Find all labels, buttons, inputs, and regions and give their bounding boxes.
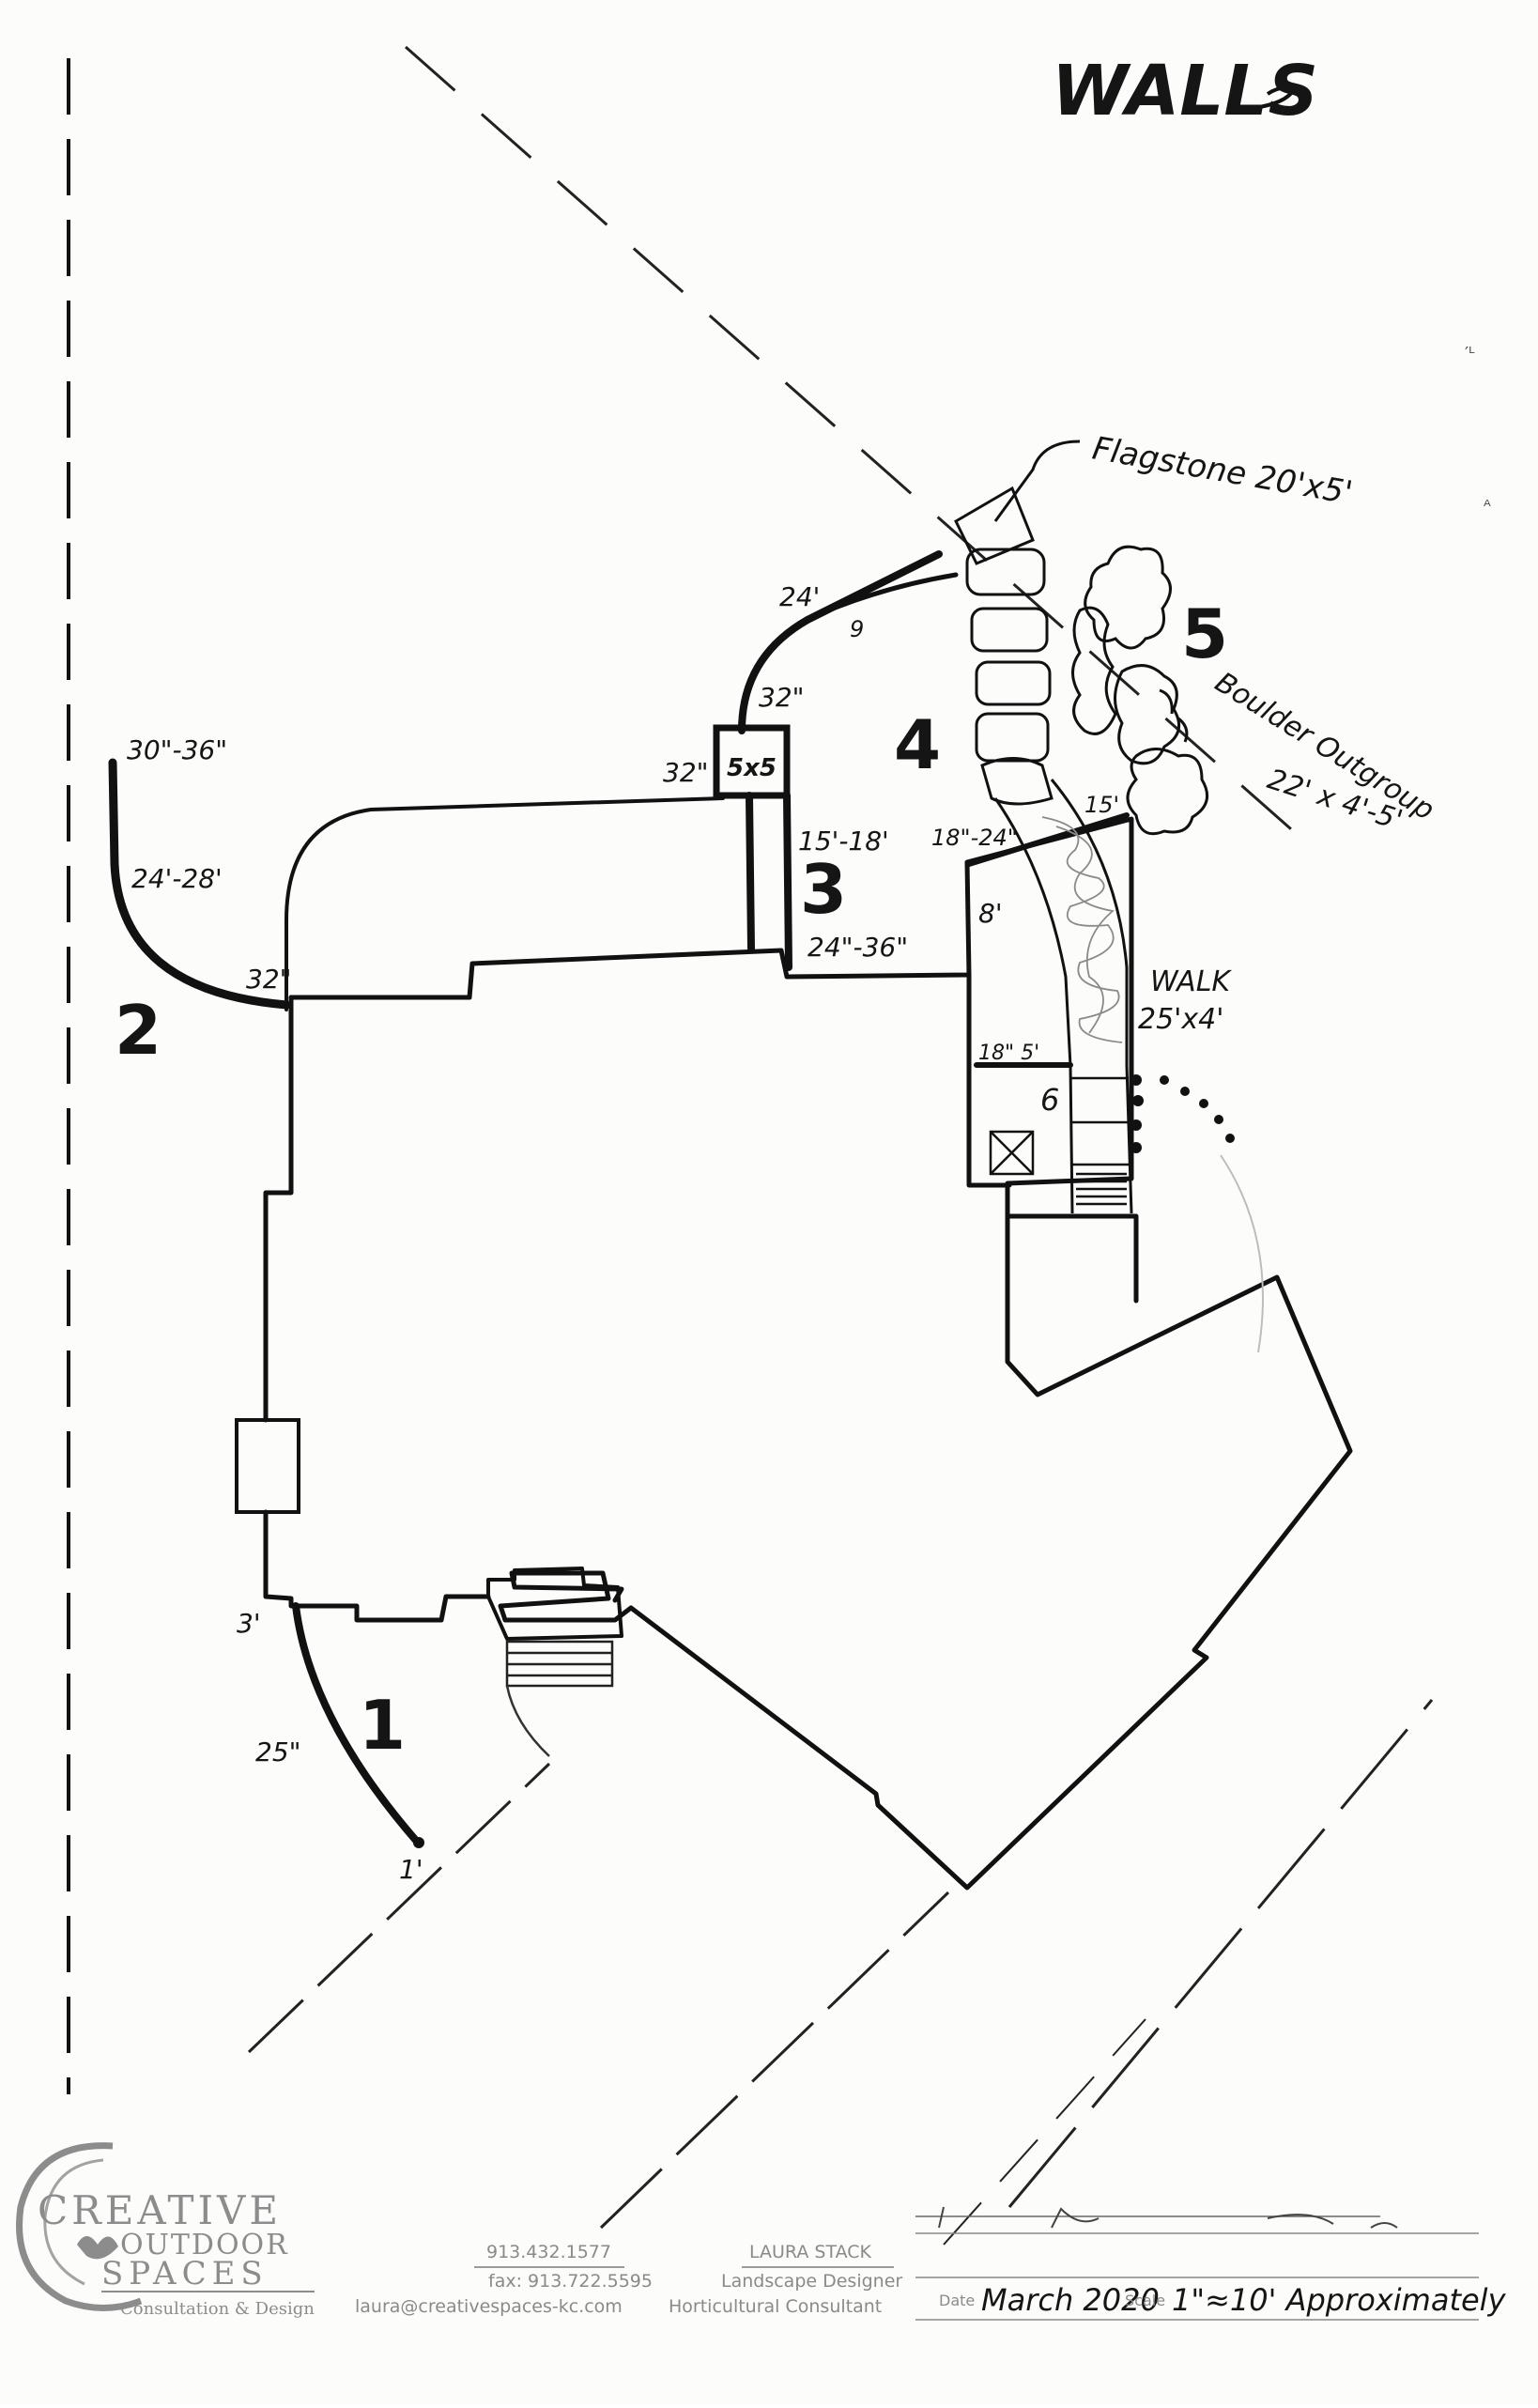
shrub-dots bbox=[1130, 1074, 1235, 1153]
wall-6 bbox=[966, 812, 1130, 1068]
walk-label: WALK bbox=[1150, 965, 1232, 998]
house-outline bbox=[288, 816, 1353, 1891]
zone-2-number: 2 bbox=[115, 991, 161, 1070]
flagstone-label: Flagstone 20'x5' bbox=[1089, 429, 1355, 512]
date-value: March 2020 bbox=[981, 2282, 1160, 2318]
scale-value: 1"≈10' Approximately bbox=[1172, 2282, 1507, 2318]
margin-mark-1: ′ᴸ bbox=[1465, 344, 1475, 363]
zone-3-dim-a: 32" bbox=[663, 757, 709, 788]
zone-4-number: 4 bbox=[894, 705, 941, 784]
logo-tagline: Consultation & Design bbox=[120, 2299, 315, 2319]
wall-1-end bbox=[413, 1837, 424, 1848]
walk-hatching bbox=[1041, 816, 1123, 1043]
designer-title-1: Landscape Designer bbox=[721, 2271, 902, 2292]
zone-6-dim-c: 8' bbox=[978, 898, 1003, 929]
designer-title-2: Horticultural Consultant bbox=[669, 2296, 882, 2317]
title-underline bbox=[1253, 85, 1297, 110]
flagstone-path bbox=[954, 486, 1054, 806]
zone-2-dim-a: 30"-36" bbox=[127, 734, 227, 765]
wall-4 bbox=[738, 550, 943, 734]
walk-size: 25'x4' bbox=[1138, 1003, 1224, 1036]
zone-5-number: 5 bbox=[1181, 594, 1228, 673]
plan-title: WALLS bbox=[1052, 51, 1318, 131]
wall-2 bbox=[108, 758, 291, 1010]
wall-1 bbox=[292, 1602, 422, 1846]
side-wing bbox=[966, 972, 1139, 1304]
zone-3-dim-b: 15'-18' bbox=[798, 826, 889, 857]
boulder-outgroup bbox=[1071, 545, 1209, 836]
scale-label: Scale bbox=[1125, 2292, 1165, 2309]
front-walk-curve bbox=[505, 1685, 550, 1757]
curb-line-4 bbox=[943, 2018, 1146, 2246]
zone-1-dim-b: 25" bbox=[255, 1737, 301, 1767]
zone-6-dim-a: 18"-24" bbox=[931, 825, 1018, 851]
zone-6-dim-b: 15' bbox=[1084, 792, 1119, 818]
logo-line-3: SPACES bbox=[101, 2255, 269, 2292]
wall-3 bbox=[746, 792, 792, 971]
designer-name: LAURA STACK bbox=[749, 2242, 872, 2262]
flagstone-pointer bbox=[993, 440, 1081, 522]
chimney bbox=[235, 1418, 300, 1514]
walk-path bbox=[993, 779, 1133, 1214]
zone-2-dim-b: 24'-28' bbox=[131, 863, 223, 894]
zone-2-dim-c: 32" bbox=[246, 964, 292, 995]
date-label: Date bbox=[939, 2292, 975, 2309]
contact-email: laura@creativespaces-kc.com bbox=[355, 2296, 623, 2317]
zone-4-dim-c: 9 bbox=[850, 616, 864, 642]
curb-line-3 bbox=[1007, 1699, 1434, 2208]
project-name-scribble bbox=[938, 2206, 1398, 2229]
logo-line-2: OUTDOOR bbox=[120, 2229, 289, 2261]
zone-1-number: 1 bbox=[359, 1686, 406, 1765]
zone-4-dim-a: 24' bbox=[779, 581, 820, 612]
contact-fax: fax: 913.722.5595 bbox=[488, 2271, 653, 2292]
logo-line-1: CREATIVE bbox=[38, 2187, 282, 2233]
zone-1-dim-c: 1' bbox=[399, 1854, 423, 1885]
curb-line-2 bbox=[599, 1891, 950, 2230]
company-logo: CREATIVE OUTDOOR SPACES Consultation & D… bbox=[16, 2142, 315, 2319]
front-steps bbox=[505, 1640, 614, 1688]
curb-line-1 bbox=[247, 1762, 551, 2054]
zone-3-pillar: 5x5 bbox=[727, 754, 777, 782]
wall-4-inner bbox=[814, 572, 959, 618]
front-stoop bbox=[486, 1567, 623, 1641]
patio-wall bbox=[285, 796, 725, 1011]
contact-phone: 913.432.1577 bbox=[486, 2242, 611, 2262]
utility-box bbox=[989, 1130, 1035, 1176]
zone-6-dim-d: 18" 5' bbox=[978, 1042, 1039, 1065]
margin-mark-2: ᴬ bbox=[1484, 497, 1491, 517]
zone-4-dim-b: 32" bbox=[759, 682, 805, 713]
house-outline-west bbox=[263, 995, 491, 1623]
zone-6-number: 6 bbox=[1040, 1082, 1059, 1118]
zone-3-dim-c: 24"-36" bbox=[807, 932, 908, 963]
plant-bed-arc bbox=[1220, 1154, 1264, 1353]
zone-3-number: 3 bbox=[800, 850, 847, 929]
walk-steps bbox=[1070, 1076, 1130, 1206]
zone-1-dim-a: 3' bbox=[237, 1608, 261, 1639]
